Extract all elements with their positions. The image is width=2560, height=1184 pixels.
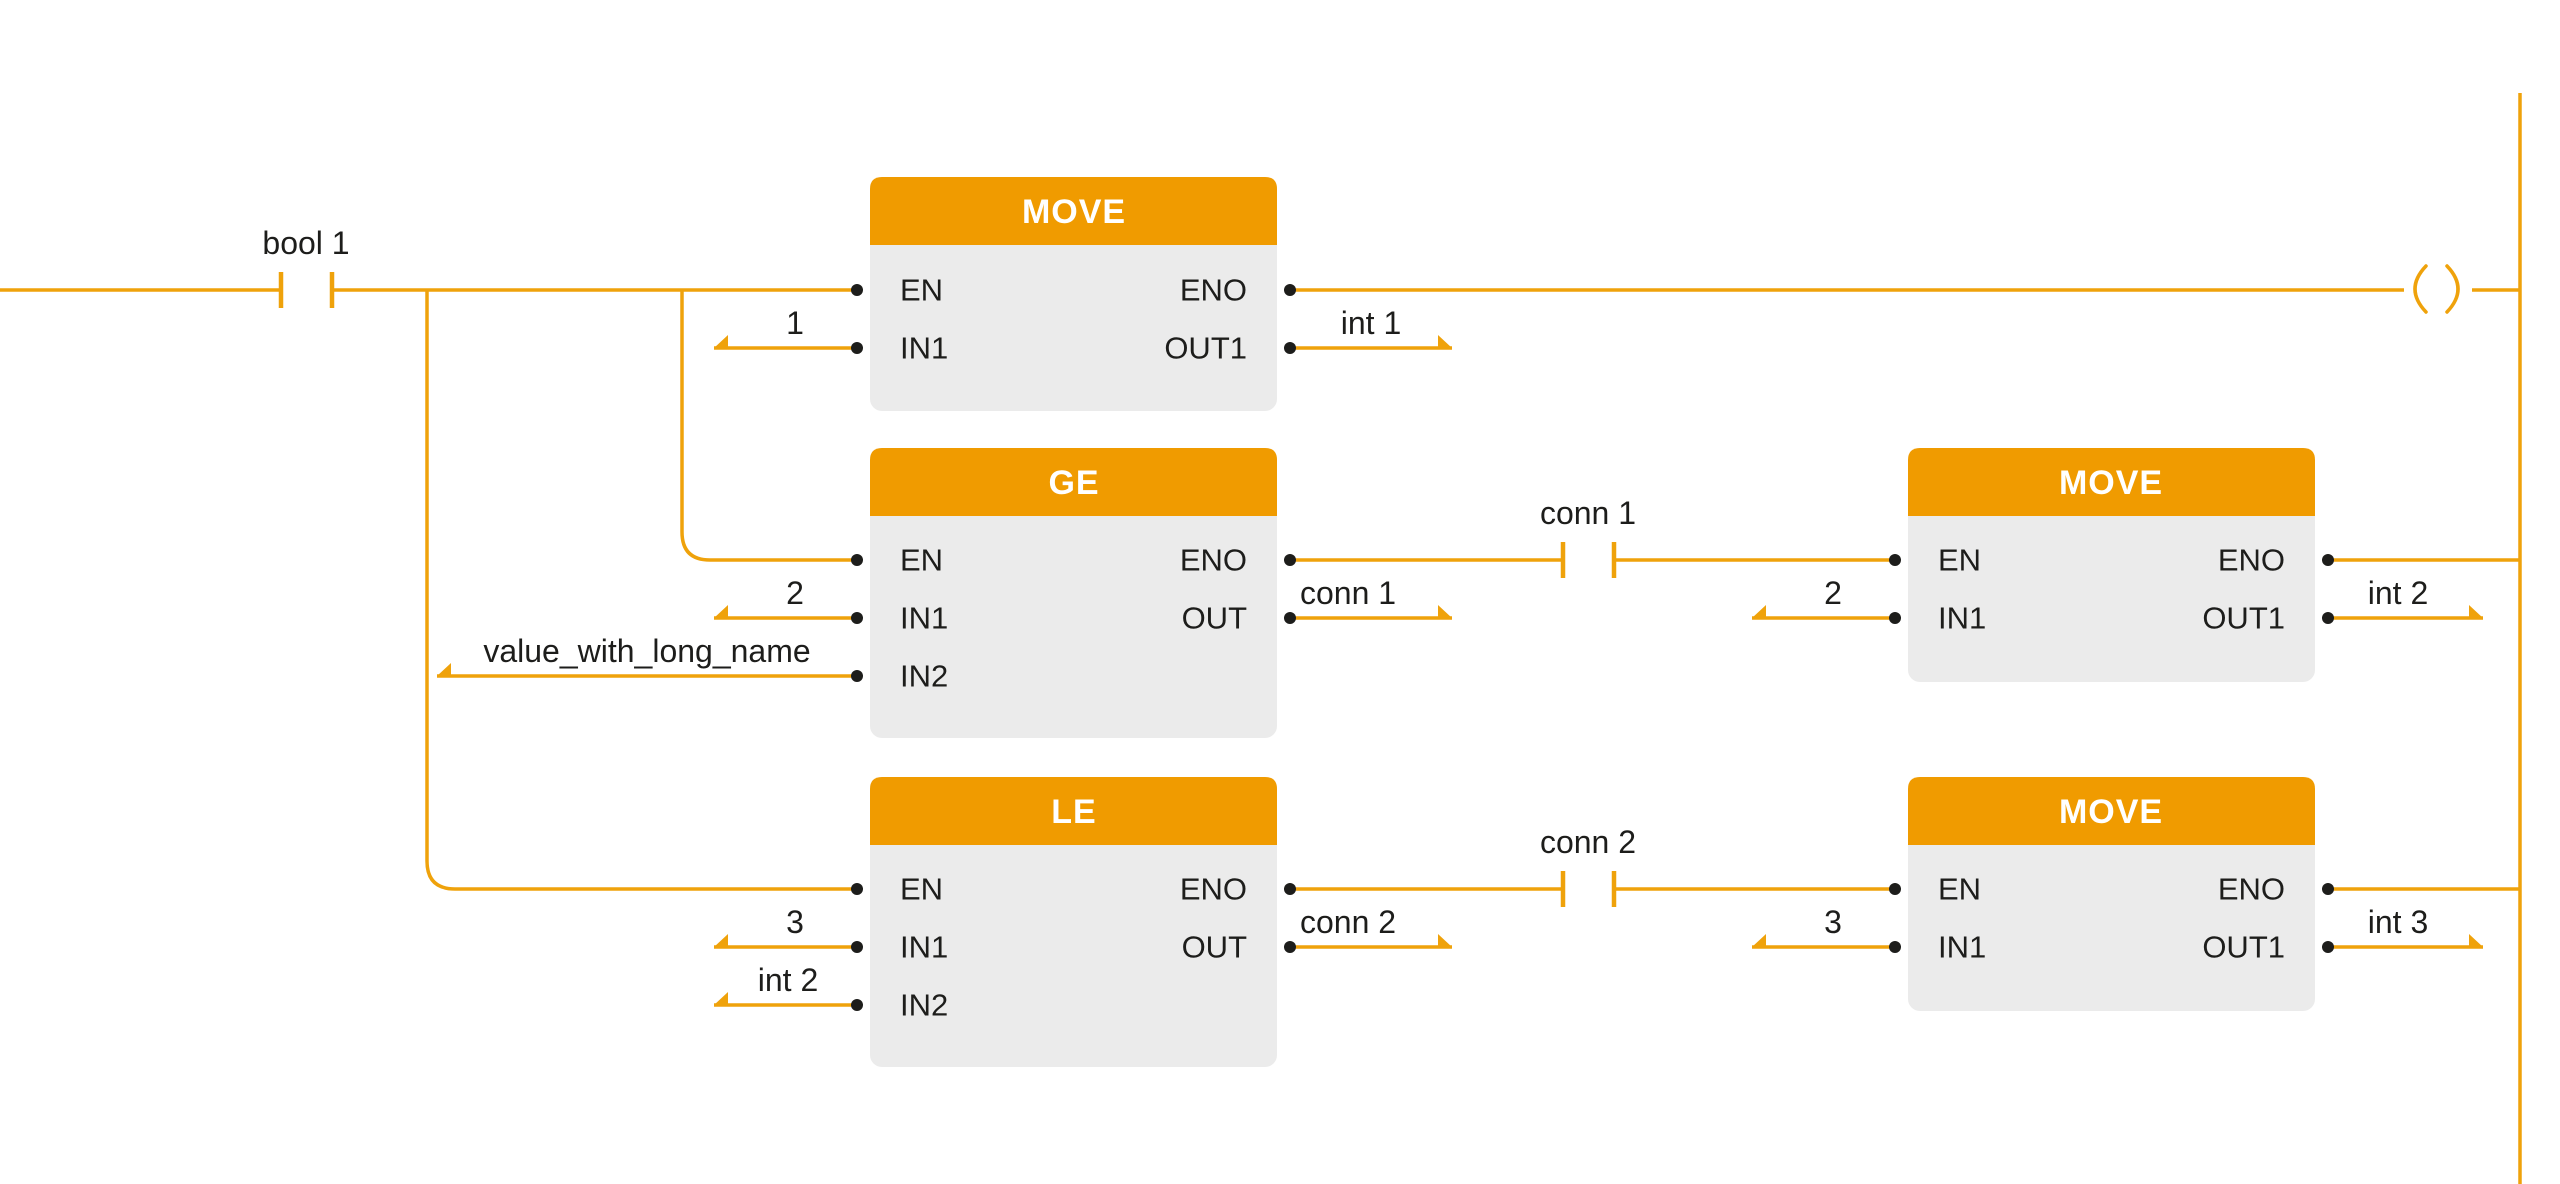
value-text: 3 [786, 904, 804, 940]
function-block-move1[interactable]: MOVE EN IN1 ENO OUT1 [870, 177, 1277, 411]
block-header [1908, 777, 2315, 845]
le-in1-value-label[interactable]: 3 [714, 904, 857, 949]
ge-out-value-label[interactable]: conn 1 [1290, 575, 1452, 620]
contact-label: conn 2 [1540, 824, 1636, 860]
le-out-value-label[interactable]: conn 2 [1290, 904, 1452, 949]
ge-in2-value-label[interactable]: value_with_long_name [437, 633, 857, 678]
pin-label-in1: IN1 [900, 331, 948, 366]
pin-label-en: EN [1938, 872, 1981, 907]
move1-out1-value-label[interactable]: int 1 [1290, 305, 1452, 350]
value-hook-icon [714, 992, 728, 1005]
block-title: GE [1048, 464, 1099, 502]
value-hook-icon [714, 934, 728, 947]
value-hook-icon [2469, 934, 2483, 947]
contact-conn1[interactable]: conn 1 [1540, 495, 1636, 578]
contact-label: conn 1 [1540, 495, 1636, 531]
value-hook-icon [1438, 934, 1452, 947]
function-block-move3[interactable]: MOVE EN IN1 ENO OUT1 [1908, 777, 2315, 1011]
pin-label-out: OUT [1182, 930, 1248, 965]
pin-label-en: EN [900, 872, 943, 907]
value-text: int 1 [1341, 305, 1401, 341]
value-hook-icon [2469, 605, 2483, 618]
pin-label-eno: ENO [1180, 543, 1247, 578]
pin-label-out1: OUT1 [2202, 930, 2285, 965]
contact-bool1[interactable]: bool 1 [262, 225, 350, 308]
pin-label-in1: IN1 [900, 601, 948, 636]
pin-label-eno: ENO [1180, 273, 1247, 308]
pin-label-out1: OUT1 [1164, 331, 1247, 366]
function-block-le[interactable]: LE EN IN1 IN2 ENO OUT [870, 777, 1277, 1067]
value-hook-icon [1752, 934, 1766, 947]
block-title: MOVE [1022, 193, 1126, 231]
contact-label: bool 1 [262, 225, 349, 261]
wire-branch-to-le-en [425, 290, 857, 891]
value-text: int 2 [2368, 575, 2428, 611]
coil-left-paren [2413, 264, 2428, 314]
pin-label-en: EN [1938, 543, 1981, 578]
block-title: MOVE [2059, 464, 2163, 502]
pin-label-eno: ENO [2218, 543, 2285, 578]
block-header [1908, 448, 2315, 516]
block-header [870, 777, 1277, 845]
pin-label-in2: IN2 [900, 988, 948, 1023]
move3-out1-value-label[interactable]: int 3 [2328, 904, 2483, 949]
value-text: conn 2 [1300, 904, 1396, 940]
pin-label-eno: ENO [1180, 872, 1247, 907]
value-hook-icon [1752, 605, 1766, 618]
ge-in1-value-label[interactable]: 2 [714, 575, 857, 620]
pin-label-eno: ENO [2218, 872, 2285, 907]
value-hook-icon [714, 335, 728, 348]
contact-conn2[interactable]: conn 2 [1540, 824, 1636, 907]
value-hook-icon [1438, 605, 1452, 618]
block-header [870, 177, 1277, 245]
le-in2-value-label[interactable]: int 2 [714, 962, 857, 1007]
move3-in1-value-label[interactable]: 3 [1752, 904, 1895, 949]
pin-label-in1: IN1 [900, 930, 948, 965]
value-text: conn 1 [1300, 575, 1396, 611]
pin-label-out1: OUT1 [2202, 601, 2285, 636]
pin-label-out: OUT [1182, 601, 1248, 636]
value-text: 3 [1824, 904, 1842, 940]
value-hook-icon [714, 605, 728, 618]
rung-wires [0, 93, 2522, 1184]
pin-dots [851, 284, 2334, 1011]
value-text: 2 [1824, 575, 1842, 611]
move1-in1-value-label[interactable]: 1 [714, 305, 857, 350]
pin-label-en: EN [900, 543, 943, 578]
value-hook-icon [437, 663, 451, 676]
value-text: int 3 [2368, 904, 2428, 940]
value-text: int 2 [758, 962, 818, 998]
block-title: LE [1051, 793, 1096, 831]
function-block-ge[interactable]: GE EN IN1 IN2 ENO OUT [870, 448, 1277, 738]
pin-label-en: EN [900, 273, 943, 308]
value-text: value_with_long_name [483, 633, 810, 669]
move2-in1-value-label[interactable]: 2 [1752, 575, 1895, 620]
value-hook-icon [1438, 335, 1452, 348]
output-coil[interactable] [2413, 264, 2460, 314]
coil-right-paren [2445, 264, 2460, 314]
pin-label-in1: IN1 [1938, 930, 1986, 965]
pin-label-in2: IN2 [900, 659, 948, 694]
move2-out1-value-label[interactable]: int 2 [2328, 575, 2483, 620]
block-body [870, 777, 1277, 1067]
pin-label-in1: IN1 [1938, 601, 1986, 636]
function-block-move2[interactable]: MOVE EN IN1 ENO OUT1 [1908, 448, 2315, 682]
wire-branch-to-ge-en [680, 290, 857, 562]
block-title: MOVE [2059, 793, 2163, 831]
block-header [870, 448, 1277, 516]
value-text: 2 [786, 575, 804, 611]
value-text: 1 [786, 305, 804, 341]
block-body [870, 448, 1277, 738]
